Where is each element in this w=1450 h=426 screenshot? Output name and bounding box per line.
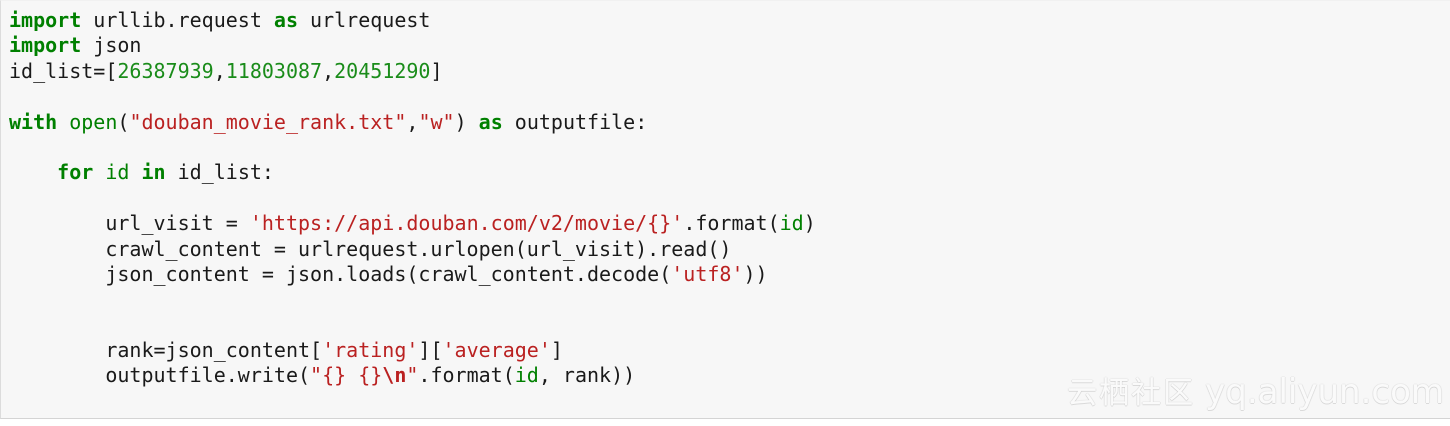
code-token-bi: id bbox=[514, 363, 539, 388]
code-token-txt: urlrequest bbox=[298, 8, 431, 32]
code-token-txt: , rank)) bbox=[538, 363, 636, 388]
code-token-kw: import bbox=[9, 33, 82, 58]
code-token-txt: .format( bbox=[418, 363, 515, 388]
code-token-txt: json bbox=[81, 33, 142, 58]
code-token-txt bbox=[57, 110, 69, 134]
code-token-txt bbox=[129, 160, 141, 184]
code-token-kw: as bbox=[478, 109, 503, 134]
code-token-txt: ] bbox=[430, 58, 443, 83]
code-token-txt bbox=[9, 160, 57, 184]
code-token-num: 20451290 bbox=[334, 58, 431, 83]
code-token-txt: , bbox=[213, 58, 226, 83]
code-token-str: 'rating' bbox=[322, 338, 419, 363]
code-line: url_visit = 'https://api.douban.com/v2/m… bbox=[9, 211, 1450, 236]
code-token-str: 'average' bbox=[442, 338, 551, 363]
code-line: for id in id_list: bbox=[9, 160, 1450, 185]
code-token-str: "douban_movie_rank.txt" bbox=[129, 109, 407, 134]
code-token-txt: ( bbox=[117, 109, 130, 134]
code-line: with open("douban_movie_rank.txt","w") a… bbox=[9, 110, 1450, 135]
code-token-kw: as bbox=[273, 8, 298, 32]
code-token-txt: id_list: bbox=[165, 160, 274, 185]
code-token-num: 11803087 bbox=[225, 58, 323, 83]
code-line bbox=[9, 186, 1450, 211]
code-token-txt: )) bbox=[743, 261, 768, 286]
code-token-txt: outputfile: bbox=[502, 109, 648, 134]
code-token-txt: url_visit = bbox=[9, 211, 250, 236]
code-token-txt: urllib.request bbox=[81, 8, 274, 32]
code-token-txt: , bbox=[322, 58, 335, 83]
code-token-bi: open bbox=[69, 109, 118, 134]
code-line: import urllib.request as urlrequest bbox=[9, 8, 1450, 33]
code-token-kw: in bbox=[141, 160, 166, 185]
code-token-txt: , bbox=[406, 109, 419, 134]
code-token-txt: ] bbox=[550, 338, 563, 363]
code-token-txt: id_list=[ bbox=[9, 58, 118, 83]
code-line: id_list=[26387939,11803087,20451290] bbox=[9, 59, 1450, 84]
code-token-str: 'https://api.douban.com/v2/movie/{}' bbox=[249, 211, 684, 236]
code-token-txt: ][ bbox=[418, 338, 443, 363]
code-token-txt: crawl_content = urlrequest.urlopen(url_v… bbox=[9, 236, 732, 261]
code-token-bi: id bbox=[779, 211, 804, 236]
code-token-str: "{} {} bbox=[310, 363, 383, 388]
code-token-str: "w" bbox=[418, 109, 455, 134]
code-token-kw: for bbox=[57, 160, 94, 185]
code-token-num: 26387939 bbox=[117, 58, 214, 83]
code-token-kw: import bbox=[9, 8, 82, 32]
code-line: import json bbox=[9, 33, 1450, 58]
code-token-bi: id bbox=[105, 160, 130, 185]
code-token-esc: \n bbox=[382, 363, 407, 388]
code-token-str: " bbox=[406, 363, 419, 388]
code-line bbox=[9, 84, 1450, 109]
code-line: json_content = json.loads(crawl_content.… bbox=[9, 262, 1450, 287]
code-line: rank=json_content['rating']['average'] bbox=[9, 338, 1450, 363]
code-token-str: 'utf8' bbox=[671, 261, 744, 286]
code-line bbox=[9, 313, 1450, 338]
code-line bbox=[9, 135, 1450, 160]
code-token-txt: json_content = json.loads(crawl_content.… bbox=[9, 261, 672, 286]
code-token-txt: rank=json_content[ bbox=[9, 338, 323, 363]
code-token-txt: ) bbox=[454, 109, 479, 134]
code-token-txt: ) bbox=[803, 211, 816, 236]
code-line bbox=[9, 287, 1450, 312]
code-line: outputfile.write("{} {}\n".format(id, ra… bbox=[9, 363, 1450, 388]
code-token-txt: outputfile.write( bbox=[9, 363, 311, 388]
code-token-kw: with bbox=[9, 109, 58, 134]
code-line: crawl_content = urlrequest.urlopen(url_v… bbox=[9, 237, 1450, 262]
code-token-txt: .format( bbox=[683, 211, 780, 236]
code-token-txt bbox=[93, 160, 105, 184]
